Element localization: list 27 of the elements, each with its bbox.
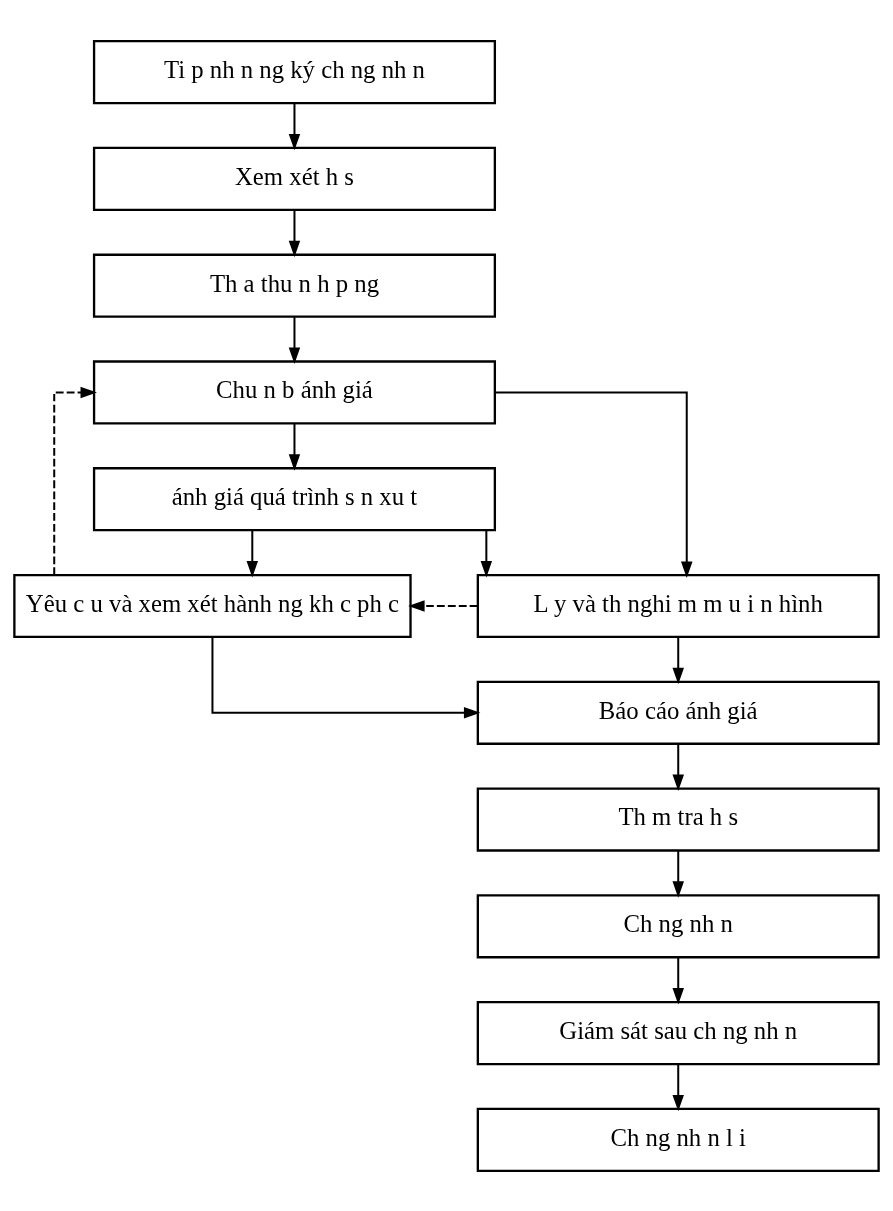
node-box: Th m tra h s (476, 786, 880, 852)
node-box: Báo cáo ánh giá (476, 680, 880, 745)
arrow (495, 390, 693, 578)
node-box: Yêu c u và xem xét hành ng kh c ph c (13, 573, 412, 638)
arrow (672, 957, 684, 1005)
node-box: Ch ng nh n l i (476, 1107, 880, 1172)
arrow (288, 209, 301, 257)
arrow (211, 636, 481, 719)
arrow (672, 636, 684, 684)
arrow (480, 530, 493, 577)
arrow (288, 423, 301, 471)
node-box: Xem xét h s (92, 146, 497, 211)
arrow (288, 316, 301, 364)
node-box: ánh giá quá trình s n xu t (92, 466, 497, 531)
node-box: Chu n b ánh giá (92, 359, 497, 425)
arrow (246, 530, 259, 577)
arrow (672, 743, 684, 791)
arrow (672, 850, 684, 898)
node-box: Ti p nh n ng ký ch ng nh n (92, 39, 497, 104)
node-box: Giám sát sau ch ng nh n (476, 1000, 880, 1065)
arrow (288, 103, 301, 150)
node-box: Th a thu n h p ng (92, 253, 497, 318)
node-box: L y và th nghi m m u i n hình (476, 573, 880, 638)
arrow (672, 1064, 684, 1111)
arrow (408, 599, 478, 612)
arrow (53, 386, 97, 575)
node-box: Ch ng nh n (476, 893, 880, 958)
